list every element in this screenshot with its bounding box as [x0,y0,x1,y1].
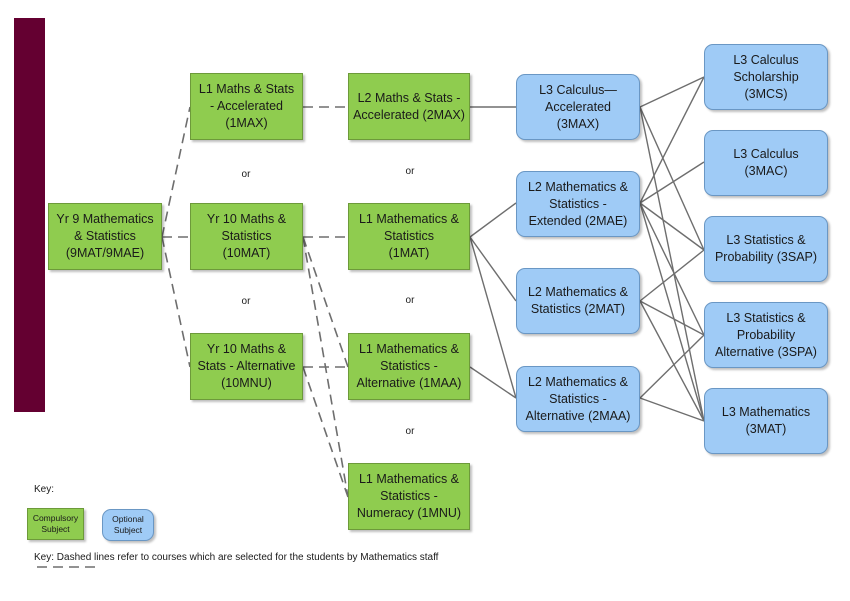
solid-connector [639,397,705,422]
key-title: Key: [34,484,55,495]
node-yr10-math: Yr 10 Maths & Statistics (10MAT) [190,203,303,270]
node-yr9-math: Yr 9 Mathematics & Statistics (9MAT/9MAE… [48,203,162,270]
node-l3-math: L3 Mathematics (3MAT) [704,388,828,454]
solid-connector [469,366,517,399]
node-l3-calculus: L3 Calculus (3MAC) [704,130,828,196]
node-l1-math: L1 Mathematics & Statistics (1MAT) [348,203,470,270]
solid-connector [469,202,517,238]
sidebar-bar [14,18,45,412]
node-l1-numeracy: L1 Mathematics & Statistics - Numeracy (… [348,463,470,530]
dashed-connector [302,236,349,368]
node-l1-alternative: L1 Mathematics & Statistics - Alternativ… [348,333,470,400]
dashed-connector [161,106,191,238]
or-label: or [405,426,415,437]
or-label: or [405,295,415,306]
or-label: or [241,296,251,307]
node-yr10-alternative: Yr 10 Maths & Stats - Alternative (10MNU… [190,333,303,400]
key-optional-box: Optional Subject [102,509,154,541]
key-compulsory-box: Compulsory Subject [27,508,84,540]
solid-connector [469,236,517,399]
solid-connector [639,202,705,336]
node-l2-extended: L2 Mathematics & Statistics - Extended (… [516,171,640,237]
node-l2-alternative: L2 Mathematics & Statistics - Alternativ… [516,366,640,432]
key-note: Key: Dashed lines refer to courses which… [34,552,439,563]
node-l1-accelerated: L1 Maths & Stats - Accelerated (1MAX) [190,73,303,140]
solid-connector [639,106,705,422]
node-l3-statistics-alternative: L3 Statistics & Probability Alternative … [704,302,828,368]
solid-connector [639,76,705,108]
node-l3-calculus-scholarship: L3 Calculus Scholarship (3MCS) [704,44,828,110]
node-l2-math: L2 Mathematics & Statistics (2MAT) [516,268,640,334]
node-l3-statistics: L3 Statistics & Probability (3SAP) [704,216,828,282]
solid-connector [639,161,705,204]
solid-connector [469,236,517,302]
solid-connector [639,202,705,422]
solid-connector [639,300,705,422]
solid-connector [639,249,705,302]
solid-connector [639,76,705,204]
solid-connector [639,202,705,251]
dashed-connector [161,236,191,368]
solid-connector [639,300,705,336]
or-label: or [241,169,251,180]
node-l2-accelerated: L2 Maths & Stats - Accelerated (2MAX) [348,73,470,140]
or-label: or [405,166,415,177]
node-l3-calculus-accelerated: L3 Calculus— Accelerated (3MAX) [516,74,640,140]
solid-connector [639,106,705,251]
dashed-connector [302,366,349,498]
solid-connector [639,334,705,399]
